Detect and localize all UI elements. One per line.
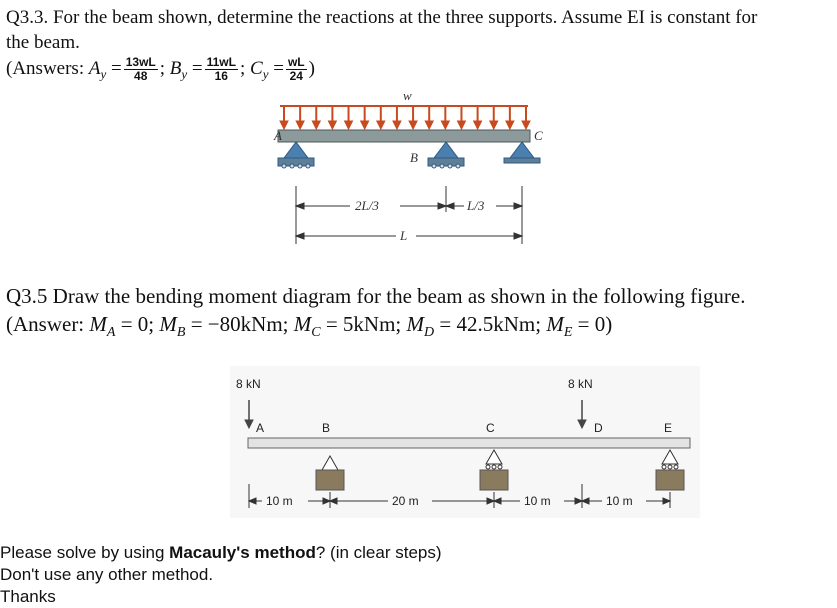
label-a: A: [273, 128, 282, 143]
note-line2: Don't use any other method.: [0, 565, 214, 584]
support-c: [503, 141, 541, 164]
distributed-load-arrows: [279, 106, 531, 131]
load-arrow-head: [359, 120, 370, 131]
answers-prefix: (Answers:: [6, 57, 89, 79]
load-arrow-head: [311, 120, 322, 131]
load-a-label: 8 kN: [236, 377, 261, 391]
label-c: C: [534, 128, 543, 143]
load-arrow-head: [392, 120, 402, 131]
label-d2: D: [594, 421, 603, 435]
dimension-lines-2: [247, 484, 672, 508]
label-c2: C: [486, 421, 495, 435]
load-arrow-head: [456, 120, 467, 131]
support-a: [277, 141, 315, 169]
ay-subscript: y: [100, 66, 107, 82]
by-symbol: B: [169, 57, 182, 79]
label-b: B: [410, 150, 418, 165]
load-arrow-head: [408, 120, 418, 131]
dim-total-label: L: [399, 228, 407, 243]
note-line3: Thanks: [0, 587, 56, 606]
label-b2: B: [322, 421, 330, 435]
figure-beam-q35: 8 kN 8 kN A B C D E: [230, 366, 700, 518]
method-name: Macauly's method: [169, 543, 316, 562]
dim-ab-label: 2L/3: [355, 198, 379, 213]
figure-beam-q33: w A B C: [273, 88, 543, 244]
note-line1: Please solve by using Macauly's method? …: [0, 543, 442, 562]
beam-q33: [277, 129, 531, 143]
q33-question-line1: Q3.3. For the beam shown, determine the …: [6, 7, 758, 28]
label-a2: A: [256, 421, 264, 435]
q35-question-line1: Q3.5 Draw the bending moment diagram for…: [6, 284, 746, 308]
dim-bc2-label: 20 m: [392, 494, 419, 508]
by-subscript: y: [181, 66, 188, 82]
q33-question-line2: the beam.: [6, 32, 80, 53]
load-arrow-head: [343, 120, 354, 131]
load-arrow-head: [488, 120, 499, 131]
cy-subscript: y: [262, 66, 269, 82]
dim-bc-label: L/3: [466, 198, 485, 213]
support-e2: [655, 448, 685, 491]
load-arrow-head: [440, 120, 451, 131]
dim-ab2-label: 10 m: [266, 494, 293, 508]
q35-answer: (Answer: MA = 0; MB = −80kNm; MC = 5kNm;…: [6, 312, 613, 341]
load-arrow-head: [424, 120, 435, 131]
support-c2: [479, 448, 509, 491]
load-arrow-head: [327, 120, 338, 131]
support-b: [427, 141, 465, 169]
load-arrow-head: [472, 120, 483, 131]
dim-de2-label: 10 m: [606, 494, 633, 508]
dimension-lines: [294, 186, 524, 244]
ay-symbol: A: [88, 57, 101, 79]
support-b2: [315, 454, 345, 491]
load-arrow-head: [521, 120, 531, 131]
cy-symbol: C: [250, 57, 263, 79]
load-d-label: 8 kN: [568, 377, 593, 391]
load-arrow-head: [279, 120, 289, 131]
point-load-d-arrow: [577, 400, 587, 430]
load-arrow-head: [505, 120, 515, 131]
beam-q35: [247, 437, 691, 449]
load-label-w: w: [403, 88, 412, 103]
label-e2: E: [664, 421, 672, 435]
dim-cd2-label: 10 m: [524, 494, 551, 508]
load-arrow-head: [295, 120, 305, 131]
load-arrow-head: [375, 120, 386, 131]
point-load-a-arrow: [244, 400, 254, 430]
